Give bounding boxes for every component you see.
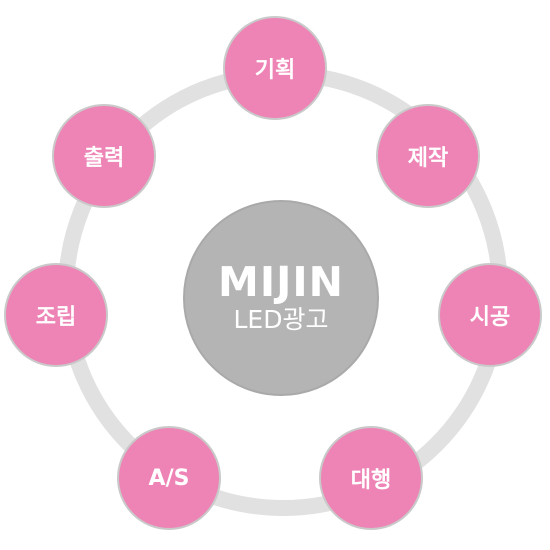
- company-center-circle: MIJIN LED광고: [183, 200, 379, 396]
- company-name: MIJIN: [218, 258, 344, 306]
- node-production: 제작: [376, 104, 480, 208]
- company-subtitle: LED광고: [233, 305, 329, 334]
- node-assembly: 조립: [4, 263, 108, 367]
- node-agency: 대행: [319, 426, 423, 530]
- node-printing: 출력: [52, 104, 156, 208]
- node-after-service: A/S: [117, 426, 221, 530]
- node-planning: 기획: [223, 16, 327, 120]
- node-installation: 시공: [438, 263, 542, 367]
